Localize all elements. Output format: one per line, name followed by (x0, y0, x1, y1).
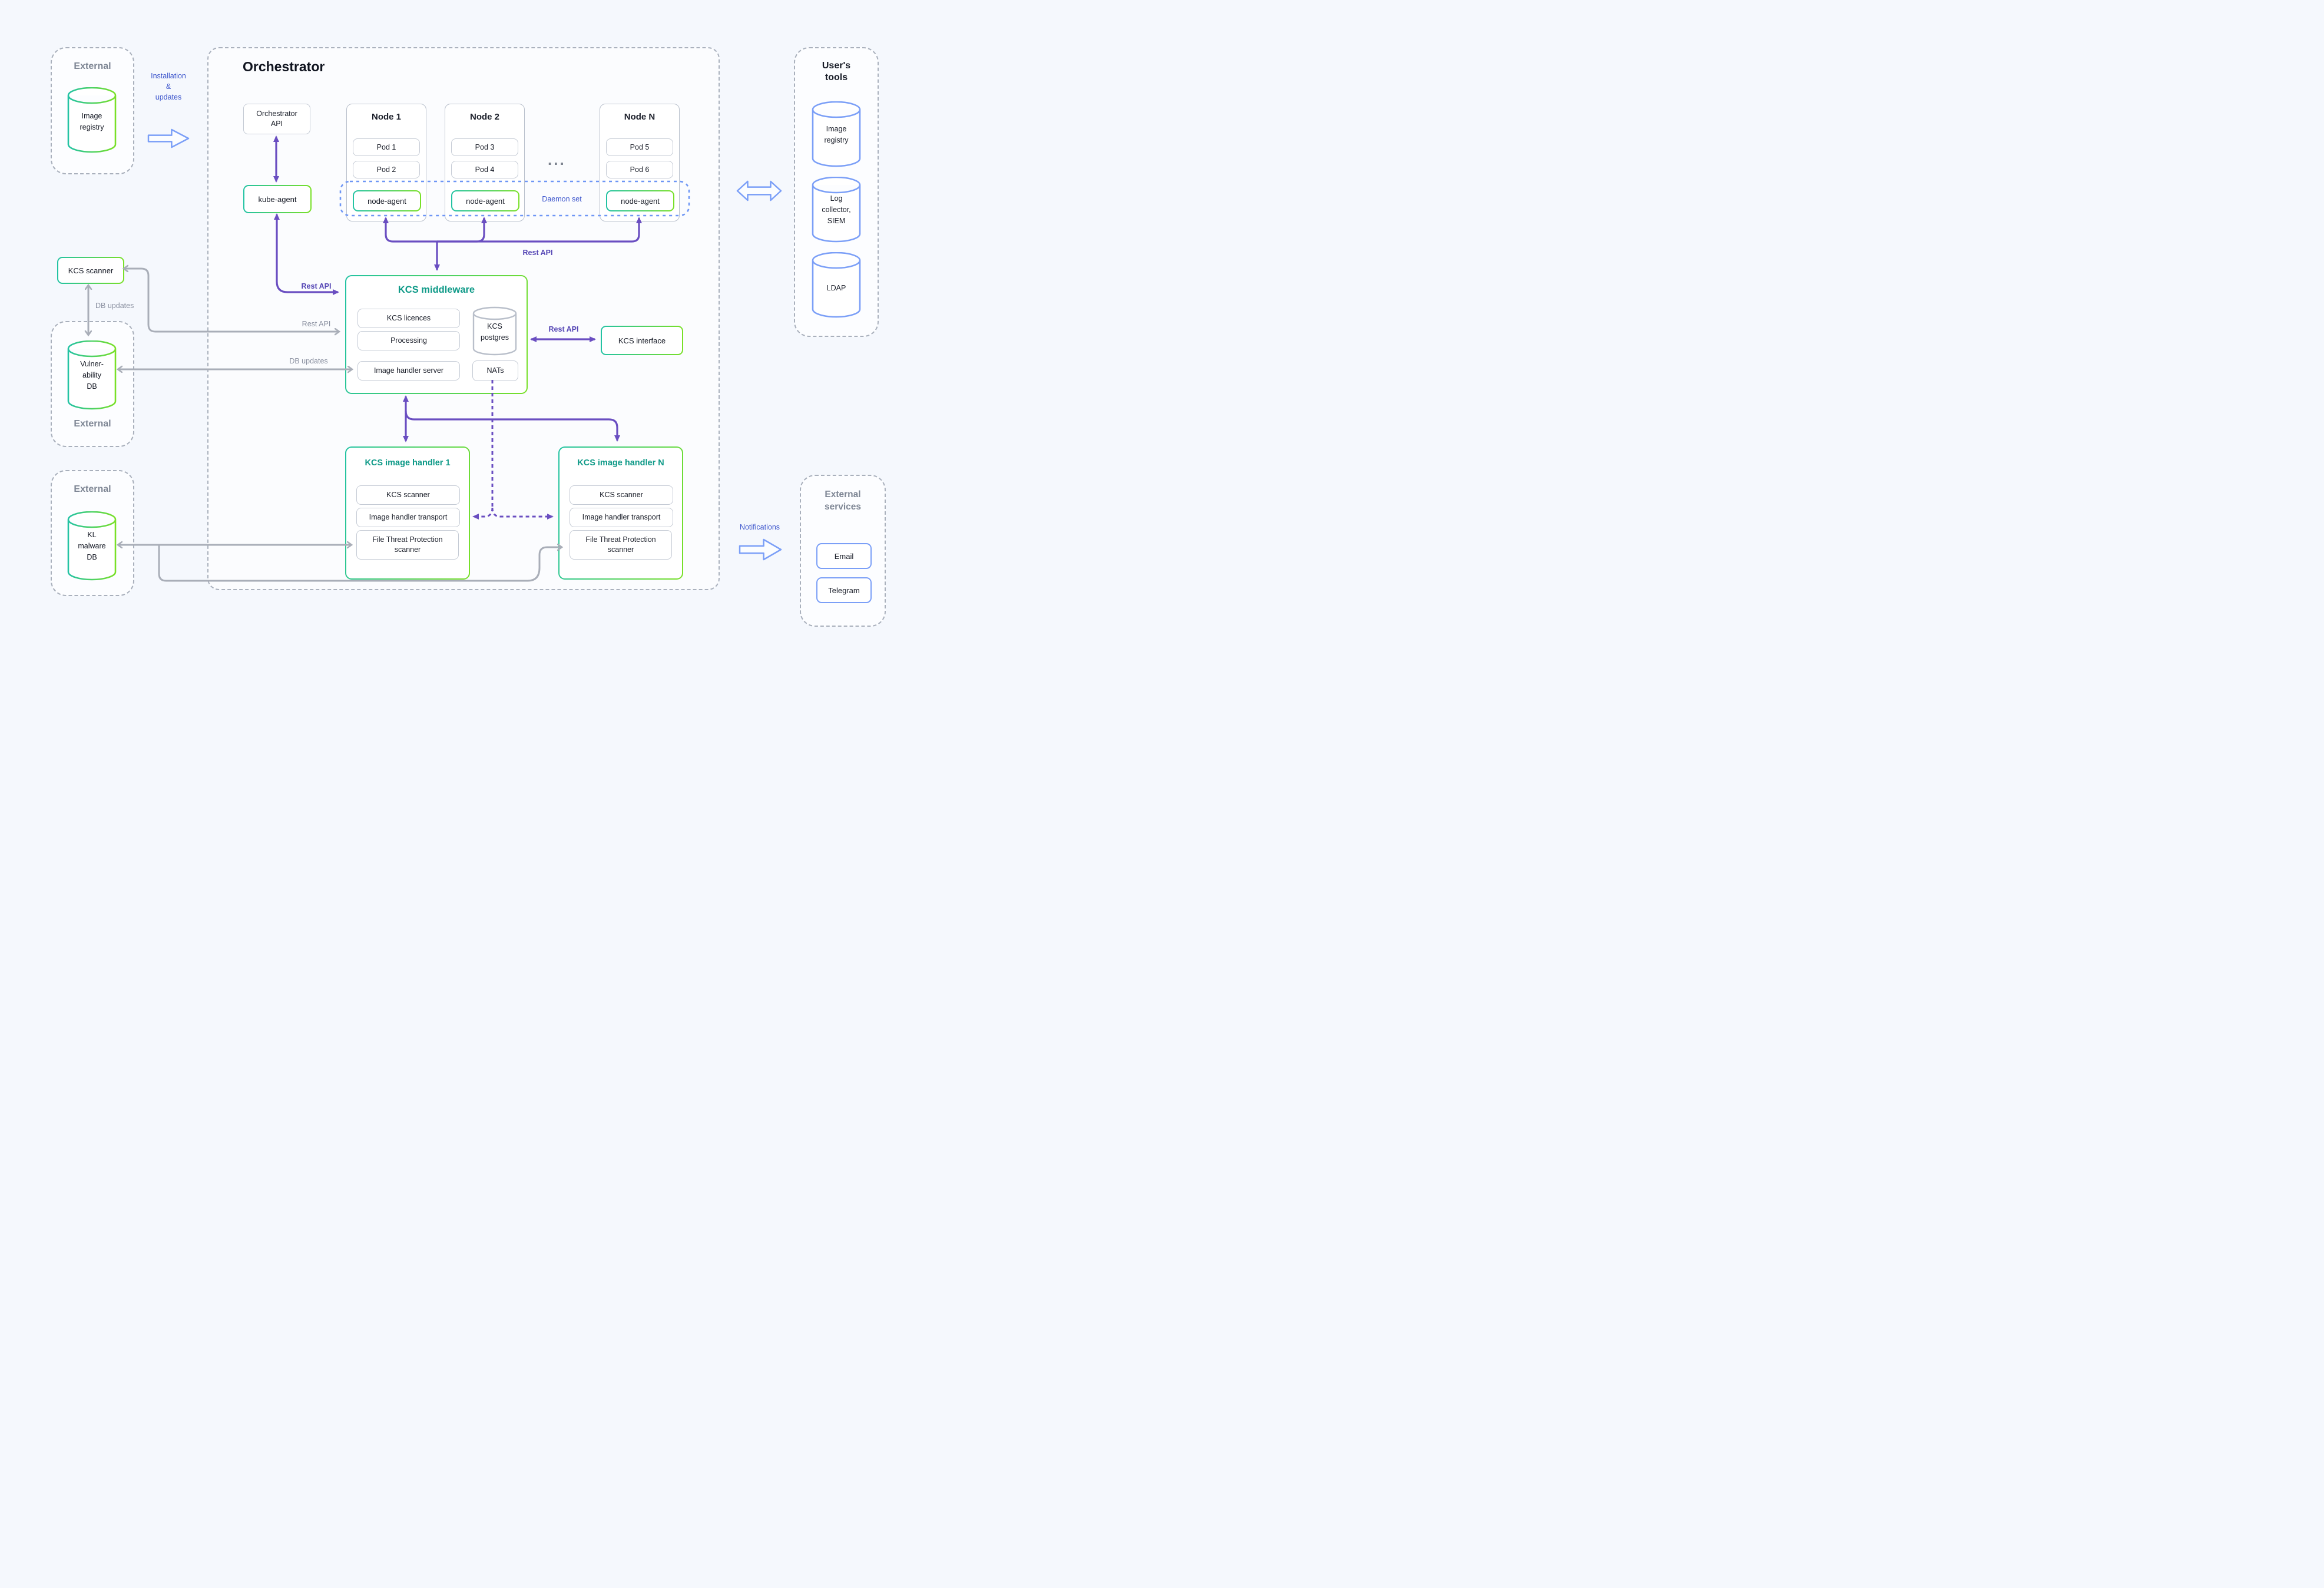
kcs-licences-box: KCS licences (357, 309, 460, 328)
rest-api-nodes-label: Rest API (522, 249, 553, 257)
users-tools-container: User's tools Image registry Log collecto… (794, 47, 879, 337)
telegram-box: Telegram (816, 577, 872, 603)
handler1-kcs-scanner-box: KCS scanner (356, 485, 460, 505)
image-handler-server-box: Image handler server (357, 361, 460, 381)
node-n-box: Node N Pod 5 Pod 6 node-agent (600, 104, 680, 221)
kcs-interface-box: KCS interface (601, 326, 683, 355)
handlerN-ftp-scanner-box: File Threat Protection scanner (570, 530, 672, 560)
handlerN-transport-box: Image handler transport (570, 508, 673, 527)
orchestrator-api-label: Orchestrator API (256, 110, 297, 128)
external-mid-title: External (74, 419, 111, 429)
external-services-title: External services (824, 489, 862, 512)
vulnerability-db-label: Vulner- ability DB (80, 360, 104, 391)
external-top-container: External Image registry (51, 47, 134, 174)
notifications-arrow-icon (739, 538, 782, 561)
kcs-image-handler-n-title: KCS image handler N (577, 458, 664, 468)
image-registry-cylinder-icon (67, 87, 117, 153)
notifications-label: Notifications (739, 523, 780, 531)
users-tools-double-arrow-icon (736, 180, 782, 201)
pod-box: Pod 6 (606, 161, 673, 178)
log-collector-siem-label: Log collector, SIEM (822, 194, 851, 225)
pod-box: Pod 5 (606, 138, 673, 156)
tools-image-registry-cylinder-icon (812, 101, 861, 167)
kcs-postgres-label: KCS postgres (481, 322, 509, 342)
nodes-ellipsis: ... (548, 151, 566, 168)
orchestrator-api-box: Orchestrator API (243, 104, 310, 134)
node-1-title: Node 1 (371, 112, 401, 122)
kcs-middleware-panel: KCS middleware KCS licences Processing I… (345, 275, 528, 394)
handler1-transport-box: Image handler transport (356, 508, 460, 527)
rest-api-scanner-label: Rest API (302, 320, 331, 328)
node-1-box: Node 1 Pod 1 Pod 2 node-agent (346, 104, 426, 221)
email-box: Email (816, 543, 872, 569)
external-top-title: External (74, 61, 111, 71)
users-tools-title: User's tools (822, 61, 851, 82)
db-updates-scanner-label: DB updates (95, 302, 134, 310)
external-services-container: External services Email Telegram (800, 475, 886, 627)
node-n-title: Node N (624, 112, 656, 122)
ldap-label: LDAP (826, 284, 846, 292)
pod-box: Pod 4 (451, 161, 518, 178)
node-agent-box: node-agent (606, 190, 674, 211)
kl-malware-db-cylinder-icon (67, 511, 117, 581)
kcs-postgres-cylinder-icon (472, 306, 517, 356)
ldap-cylinder-icon (812, 252, 861, 318)
kcs-image-handler-n-panel: KCS image handler N KCS scanner Image ha… (558, 446, 683, 580)
processing-box: Processing (357, 331, 460, 350)
pod-box: Pod 1 (353, 138, 420, 156)
kcs-scanner-box: KCS scanner (57, 257, 124, 284)
installation-arrow-icon (147, 128, 190, 148)
vulnerability-db-cylinder-icon (67, 340, 117, 410)
external-bottom-title: External (74, 484, 111, 494)
db-updates-middleware-label: DB updates (289, 357, 328, 365)
kcs-image-handler-1-title: KCS image handler 1 (365, 458, 451, 468)
rest-api-interface-label: Rest API (548, 325, 579, 333)
node-2-box: Node 2 Pod 3 Pod 4 node-agent (445, 104, 525, 221)
external-top-cylinder-label: Image registry (80, 112, 104, 131)
log-collector-siem-cylinder-icon (812, 177, 861, 243)
handler1-ftp-scanner-box: File Threat Protection scanner (356, 530, 459, 560)
installation-updates-label: Installation & updates (151, 72, 186, 102)
kl-malware-db-label: KL malware DB (78, 531, 106, 561)
tools-image-registry-label: Image registry (824, 125, 849, 144)
kcs-image-handler-1-panel: KCS image handler 1 KCS scanner Image ha… (345, 446, 470, 580)
orchestrator-title: Orchestrator (243, 59, 325, 74)
handlerN-kcs-scanner-box: KCS scanner (570, 485, 673, 505)
kube-agent-box: kube-agent (243, 185, 312, 213)
external-mid-container: Vulner- ability DB External (51, 321, 134, 447)
nats-box: NATs (472, 360, 518, 381)
external-bottom-container: External KL malware DB (51, 470, 134, 596)
rest-api-kube-label: Rest API (301, 282, 332, 290)
pod-box: Pod 3 (451, 138, 518, 156)
pod-box: Pod 2 (353, 161, 420, 178)
daemon-set-label: Daemon set (542, 195, 582, 203)
kcs-middleware-title: KCS middleware (398, 284, 475, 295)
node-agent-box: node-agent (353, 190, 421, 211)
node-agent-box: node-agent (451, 190, 519, 211)
node-2-title: Node 2 (469, 112, 499, 122)
diagram-canvas: External Image registry Installation & u… (0, 0, 929, 635)
